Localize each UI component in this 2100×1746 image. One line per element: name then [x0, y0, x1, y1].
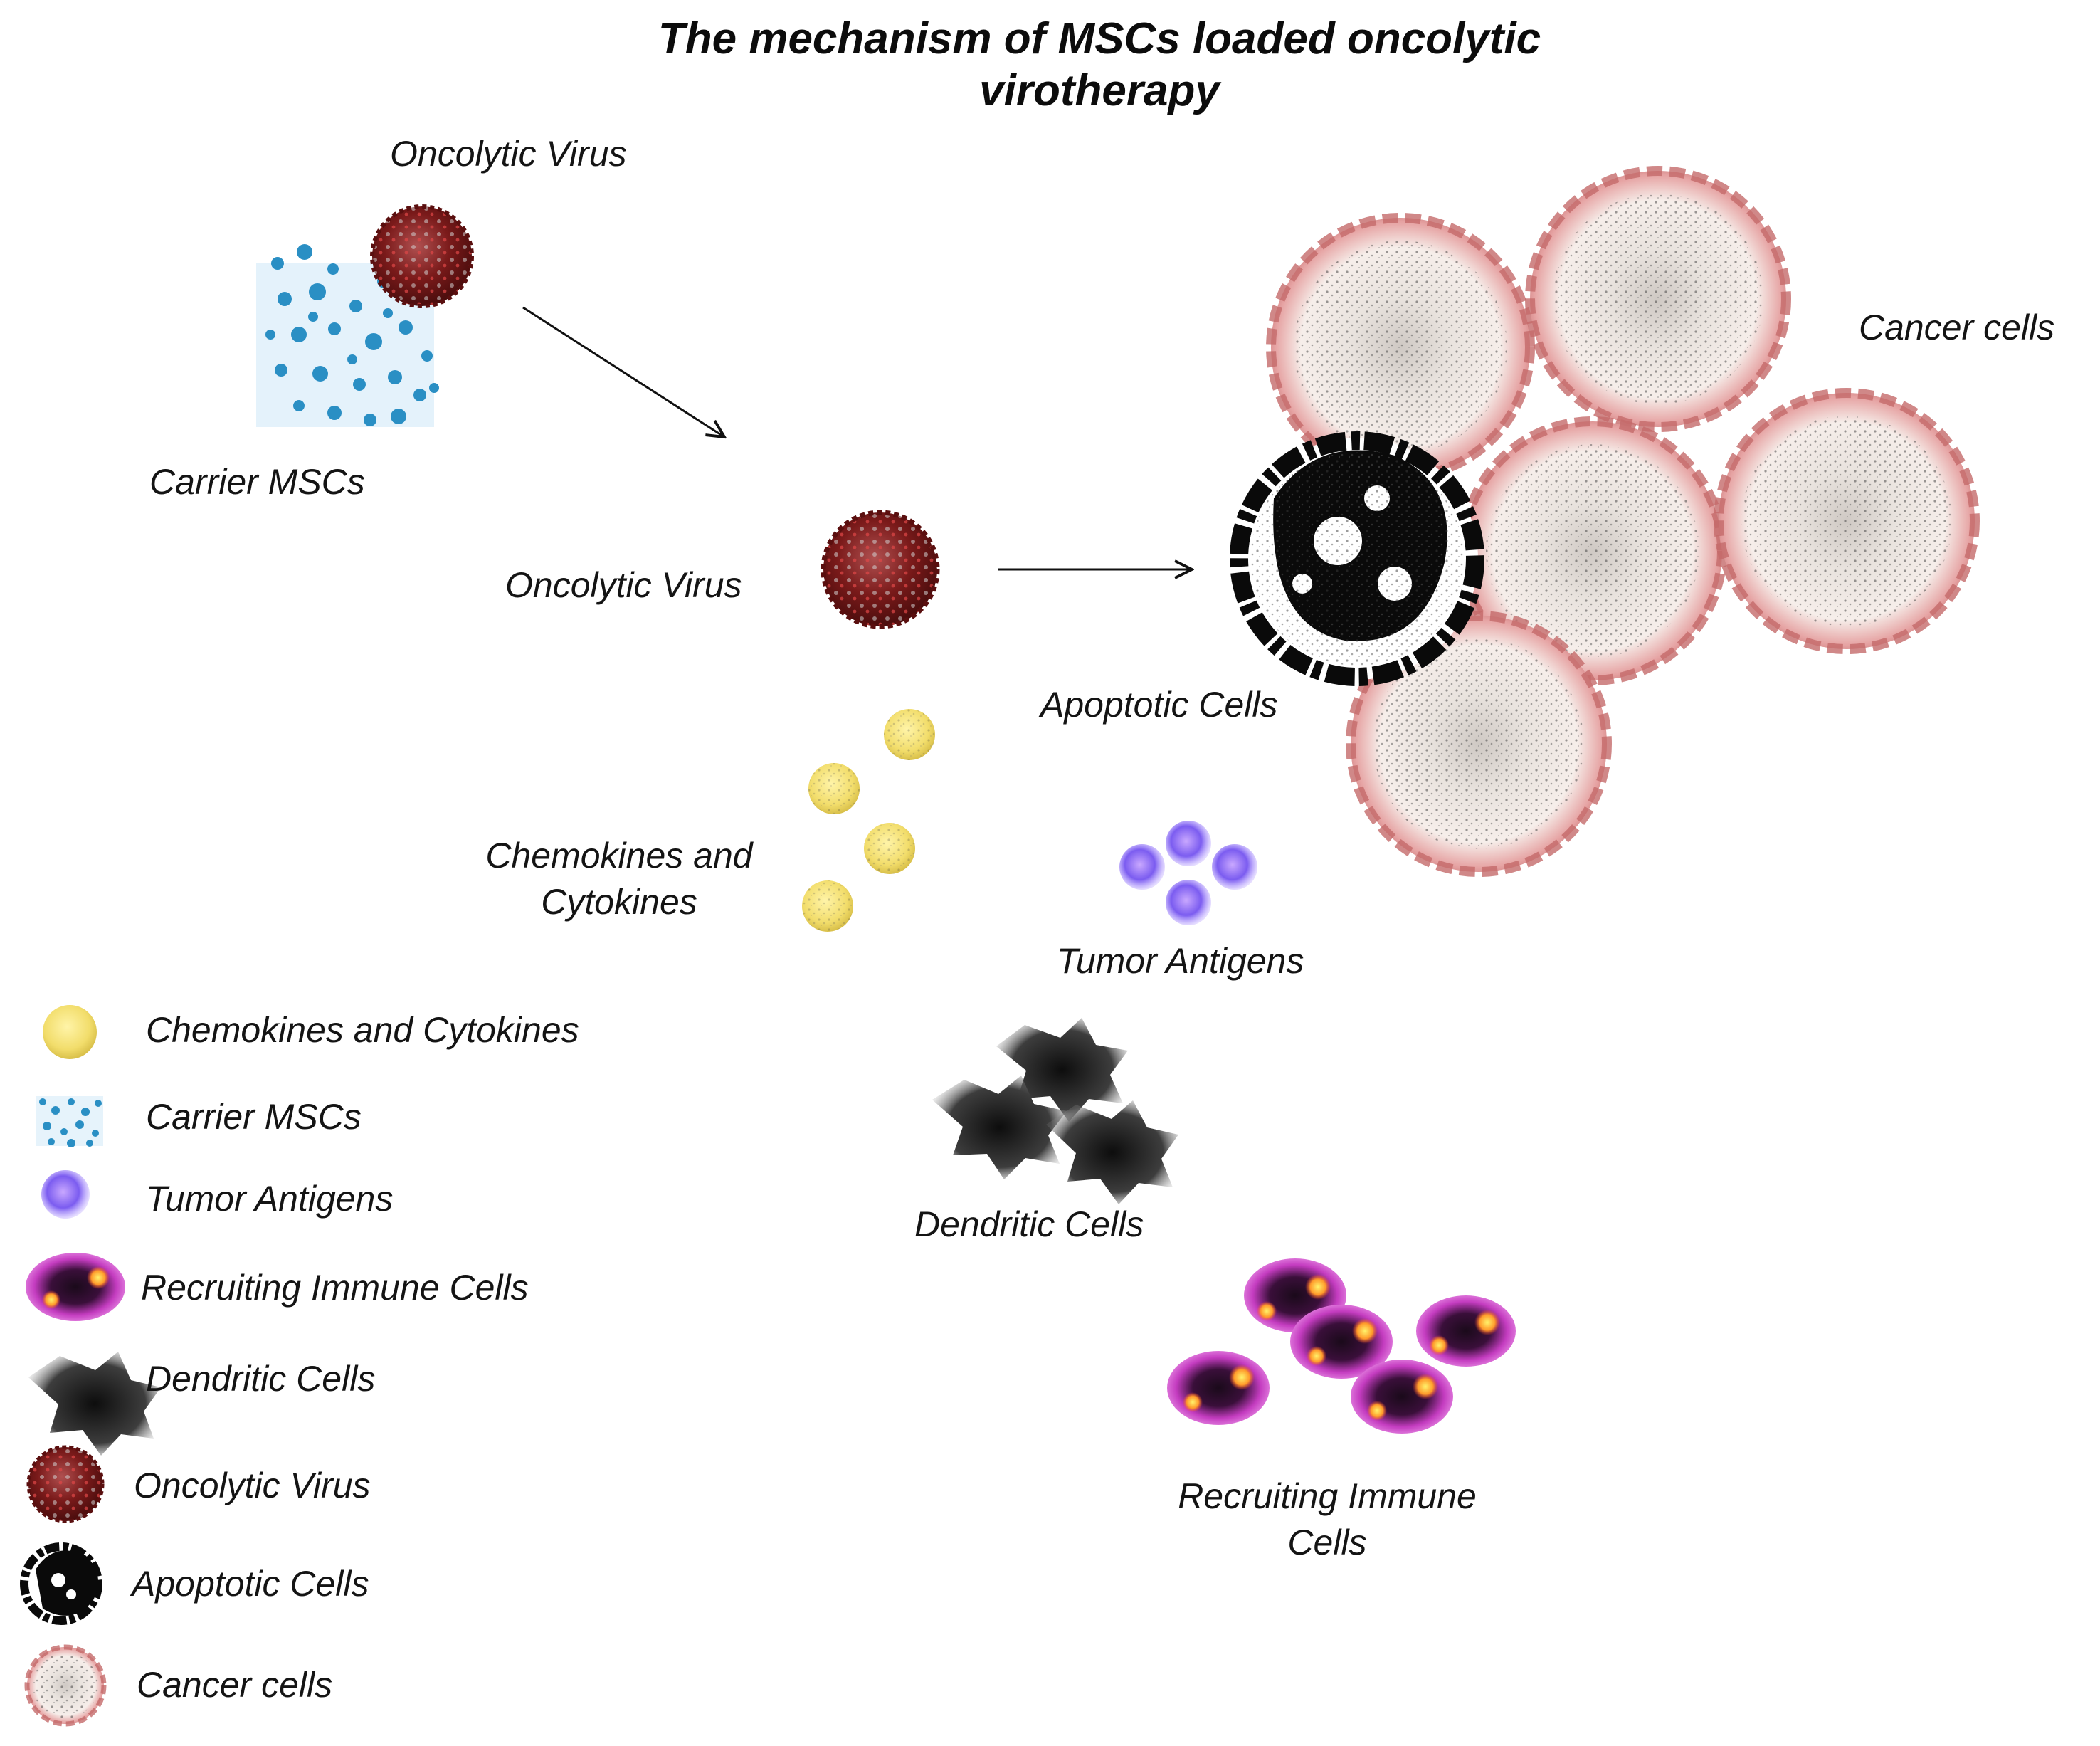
label-tumor-antigens: Tumor Antigens	[1057, 941, 1304, 981]
cytokine-cluster	[802, 709, 935, 932]
title-line-2: virotherapy	[979, 66, 1220, 116]
legend-item-chemokines: Chemokines and Cytokines	[146, 1010, 579, 1050]
immune-cell-cluster	[1167, 1258, 1516, 1434]
cancer-cell-cluster	[1230, 166, 1980, 877]
virus-icon	[26, 1445, 105, 1523]
immune-cell-icon	[1351, 1360, 1453, 1434]
dendritic-cell-cluster	[932, 1018, 1178, 1204]
legend-item-carrier-mscs: Carrier MSCs	[146, 1097, 362, 1137]
legend-item-recruiting-immune-cells: Recruiting Immune Cells	[141, 1268, 529, 1308]
label-chemokines-line-1: Chemokines and	[485, 836, 753, 875]
diagram-title: The mechanism of MSCs loaded oncolytic v…	[0, 13, 2100, 117]
label-chemokines-line-2: Cytokines	[541, 882, 697, 922]
immune-cell-icon	[1167, 1351, 1270, 1425]
legend-item-tumor-antigens: Tumor Antigens	[146, 1179, 394, 1219]
dendritic-cell-icon	[28, 1352, 161, 1456]
label-recruiting-immune-cells: Recruiting Immune Cells	[1124, 1473, 1530, 1566]
apoptotic-cell-icon	[1230, 431, 1484, 686]
label-cancer-cells: Cancer cells	[1859, 307, 2055, 347]
cytokine-icon	[884, 709, 935, 760]
apoptotic-cell-icon	[20, 1542, 102, 1625]
virus-icon	[370, 204, 474, 308]
cytokine-icon	[802, 880, 853, 932]
legend-item-dendritic-cells: Dendritic Cells	[146, 1359, 376, 1399]
cancer-cell-icon	[1346, 611, 1612, 877]
antigen-icon	[1166, 880, 1211, 925]
cancer-cell-icon	[24, 1644, 107, 1727]
label-apoptotic-cells: Apoptotic Cells	[1040, 685, 1278, 725]
title-line-1: The mechanism of MSCs loaded oncolytic	[658, 14, 1541, 63]
legend-item-oncolytic-virus: Oncolytic Virus	[134, 1466, 371, 1505]
immune-cell-icon	[1416, 1295, 1516, 1367]
label-immune-line-2: Cells	[1287, 1523, 1367, 1562]
virus-icon	[821, 510, 940, 629]
legend-item-cancer-cells: Cancer cells	[137, 1665, 333, 1705]
antigen-icon	[1212, 844, 1257, 890]
dendritic-cell-icon	[932, 1076, 1067, 1179]
immune-cell-icon	[1290, 1305, 1393, 1379]
arrow-diagonal	[522, 306, 724, 437]
antigen-icon	[41, 1170, 90, 1219]
cancer-cell-icon	[1266, 213, 1535, 482]
cancer-cell-icon	[1714, 388, 1980, 654]
legend-icons	[20, 1005, 161, 1727]
cytokine-icon	[864, 823, 915, 874]
label-chemokines: Chemokines and Cytokines	[455, 833, 783, 925]
antigen-icon	[1166, 821, 1211, 866]
label-dendritic-cells: Dendritic Cells	[914, 1204, 1144, 1244]
immune-cell-icon	[26, 1253, 125, 1321]
label-carrier-mscs: Carrier MSCs	[149, 462, 365, 502]
antigen-icon	[1119, 844, 1165, 890]
label-immune-line-1: Recruiting Immune	[1178, 1476, 1477, 1516]
label-oncolytic-virus-mid: Oncolytic Virus	[505, 565, 742, 605]
label-oncolytic-virus-top: Oncolytic Virus	[390, 134, 627, 174]
antigen-cluster	[1119, 821, 1257, 925]
cytokine-icon	[808, 763, 860, 814]
dendritic-cell-icon	[1046, 1100, 1178, 1204]
cancer-cell-icon	[1525, 166, 1791, 432]
legend-item-apoptotic-cells: Apoptotic Cells	[132, 1564, 369, 1604]
cytokine-icon	[43, 1005, 97, 1059]
msc-icon	[36, 1096, 103, 1147]
